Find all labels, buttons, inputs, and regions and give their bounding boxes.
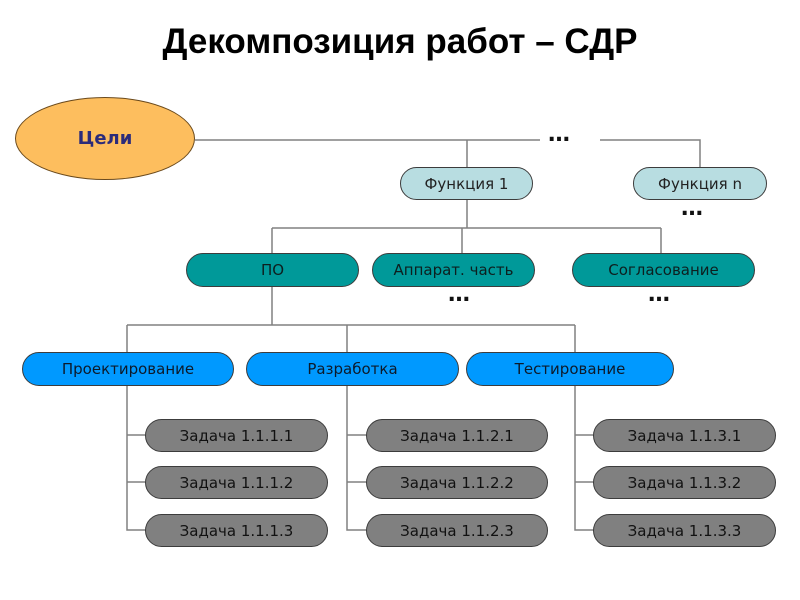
- connector-testing-tasks: [574, 386, 593, 531]
- task-1-1-2-3[interactable]: Задача 1.1.2.3: [366, 514, 548, 547]
- design-node[interactable]: Проектирование: [22, 352, 234, 386]
- hardware-node[interactable]: Аппарат. часть: [372, 253, 535, 287]
- task-1-1-2-2[interactable]: Задача 1.1.2.2: [366, 466, 548, 499]
- ellipsis-approval: …: [648, 282, 671, 307]
- function-n-node[interactable]: Функция n: [633, 167, 767, 200]
- goal-node[interactable]: Цели: [15, 97, 195, 180]
- approval-node[interactable]: Согласование: [572, 253, 755, 287]
- task-1-1-1-3[interactable]: Задача 1.1.1.3: [145, 514, 328, 547]
- connector-design-tasks: [126, 386, 145, 531]
- po-node[interactable]: ПО: [186, 253, 359, 287]
- testing-node[interactable]: Тестирование: [466, 352, 674, 386]
- task-1-1-3-2[interactable]: Задача 1.1.3.2: [593, 466, 776, 499]
- ellipsis-hardware: …: [448, 282, 471, 307]
- task-1-1-3-1[interactable]: Задача 1.1.3.1: [593, 419, 776, 452]
- connector-goal-functions-right: [600, 139, 701, 167]
- ellipsis-functions: …: [548, 122, 571, 147]
- task-1-1-2-1[interactable]: Задача 1.1.2.1: [366, 419, 548, 452]
- ellipsis-function-n: …: [681, 196, 704, 221]
- task-1-1-1-2[interactable]: Задача 1.1.1.2: [145, 466, 328, 499]
- page-title: Декомпозиция работ – СДР: [162, 22, 638, 61]
- connector-development-tasks: [346, 386, 366, 531]
- function-1-node[interactable]: Функция 1: [400, 167, 533, 200]
- task-1-1-3-3[interactable]: Задача 1.1.3.3: [593, 514, 776, 547]
- development-node[interactable]: Разработка: [246, 352, 459, 386]
- task-1-1-1-1[interactable]: Задача 1.1.1.1: [145, 419, 328, 452]
